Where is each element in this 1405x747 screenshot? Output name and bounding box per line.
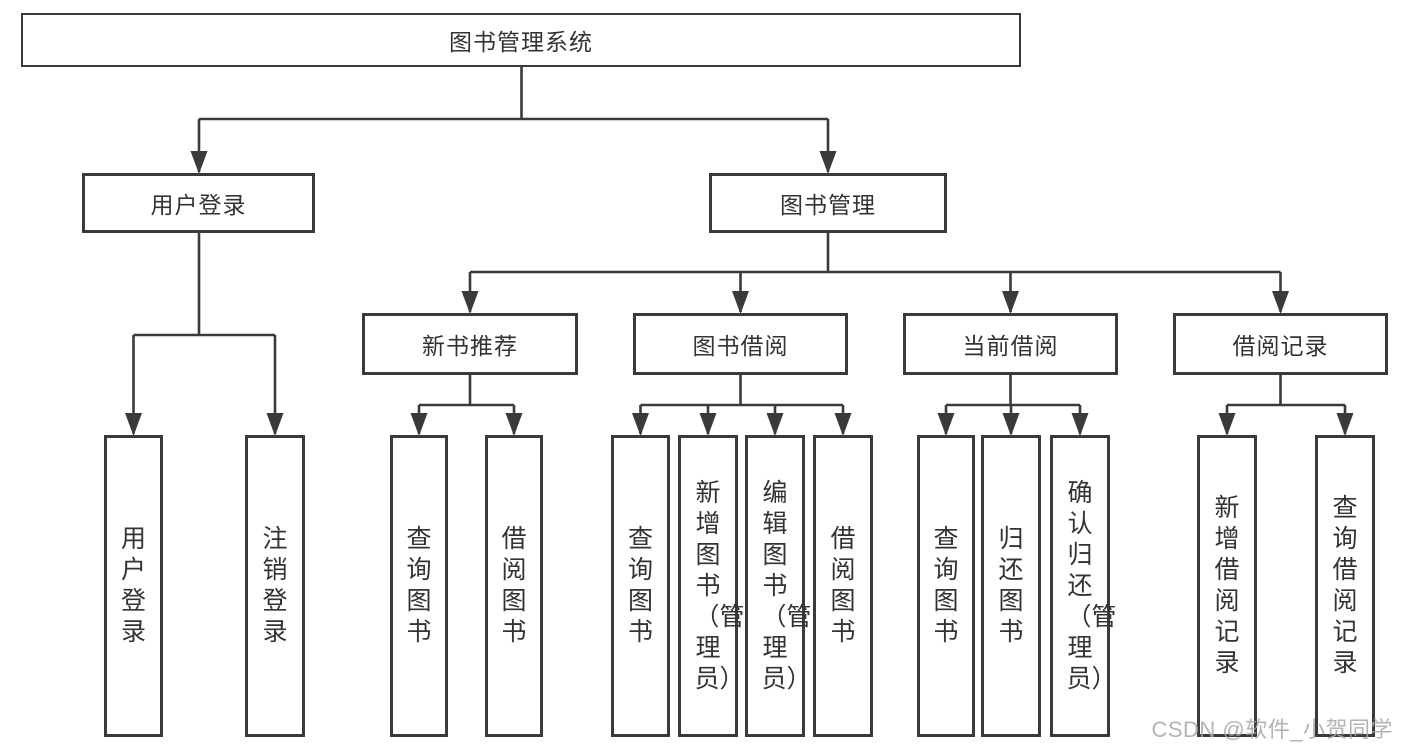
csdn-watermark: CSDN @软件_小贺同学 (1151, 717, 1393, 742)
node-label: 注销登录 (262, 525, 288, 646)
leaf-return-books: 归还图书 (981, 435, 1041, 737)
leaf-query-books-recommend: 查询图书 (390, 435, 448, 737)
node-label: 新增图书（管理员） (694, 478, 745, 693)
node-label: 查询图书 (406, 525, 432, 646)
node-label: 查询借阅记录 (1332, 494, 1358, 677)
node-label: 查询图书 (627, 525, 653, 646)
node-label: 图书管理 (780, 192, 876, 218)
connector-borrow-record-to-leaves (1225, 375, 1347, 434)
node-label: 图书借阅 (692, 333, 789, 359)
node-label: 借阅图书 (830, 525, 856, 646)
node-label: 编辑图书（管理员） (761, 478, 812, 693)
node-book-management: 图书管理 (709, 173, 947, 233)
connector-root-to-level2 (197, 67, 830, 172)
node-label: 借阅图书 (501, 525, 527, 646)
node-current-borrow: 当前借阅 (903, 313, 1118, 375)
leaf-edit-books-admin: 编辑图书（管理员） (745, 435, 812, 737)
connector-user-login-to-leaves (132, 233, 277, 434)
node-label: 确认归还（管理员） (1066, 478, 1117, 693)
node-label: 新书推荐 (422, 333, 518, 359)
node-label: 用户登录 (120, 525, 146, 646)
leaf-logout: 注销登录 (245, 435, 305, 737)
connector-new-book-to-leaves (417, 375, 516, 434)
node-book-borrow: 图书借阅 (633, 313, 848, 375)
leaf-query-books-current: 查询图书 (917, 435, 975, 737)
node-label: 查询图书 (933, 525, 959, 646)
node-label: 借阅记录 (1232, 333, 1329, 359)
leaf-query-borrow-record: 查询借阅记录 (1315, 435, 1375, 737)
node-borrow-record: 借阅记录 (1173, 313, 1388, 375)
leaf-borrow-books: 借阅图书 (813, 435, 873, 737)
leaf-confirm-return-admin: 确认归还（管理员） (1050, 435, 1117, 737)
leaf-user-login: 用户登录 (104, 435, 163, 737)
node-label: 归还图书 (998, 525, 1024, 646)
node-root-library-system: 图书管理系统 (21, 13, 1021, 67)
leaf-add-borrow-record: 新增借阅记录 (1197, 435, 1257, 737)
node-label: 新增借阅记录 (1214, 494, 1240, 677)
leaf-query-books: 查询图书 (611, 435, 670, 737)
connector-book-borrow-to-leaves (639, 375, 845, 434)
node-label: 当前借阅 (962, 333, 1059, 359)
node-label: 用户登录 (150, 192, 247, 218)
leaf-borrow-books-recommend: 借阅图书 (485, 435, 543, 737)
arrowheads (125, 151, 1354, 436)
connector-book-mgmt-to-level3 (468, 233, 1282, 312)
node-new-book-recommend: 新书推荐 (362, 313, 578, 375)
leaf-add-books-admin: 新增图书（管理员） (678, 435, 745, 737)
node-label: 图书管理系统 (449, 29, 593, 55)
node-user-login: 用户登录 (82, 173, 315, 233)
